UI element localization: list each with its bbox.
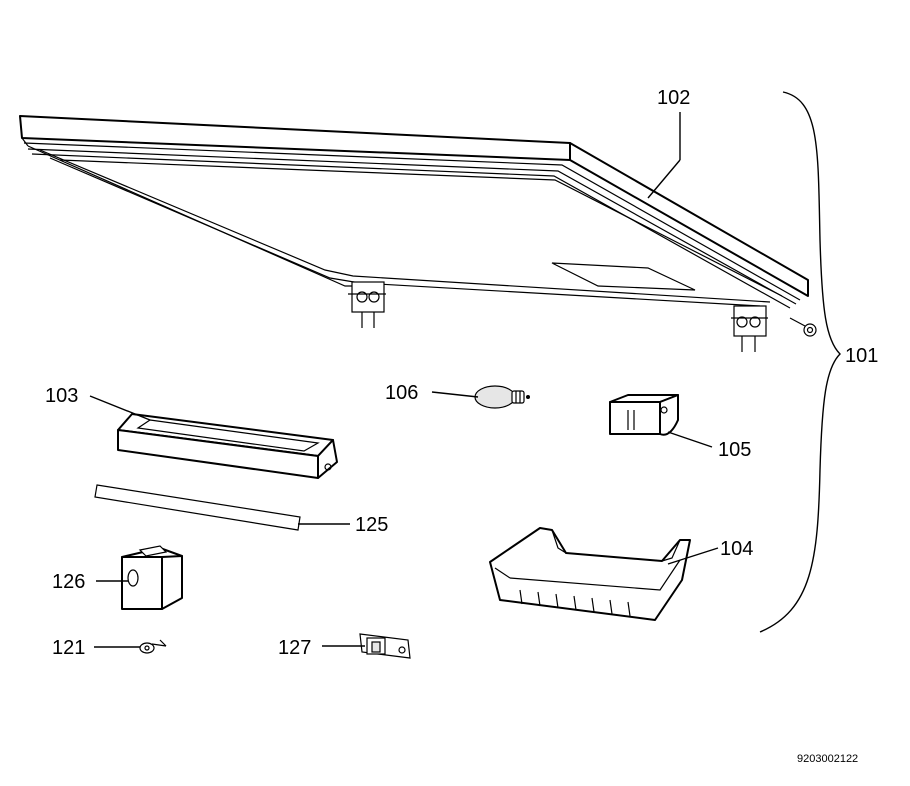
leader-103 <box>89 395 151 421</box>
callout-125: 125 <box>355 514 388 536</box>
leader-104 <box>667 547 719 565</box>
switch-pin-part-121 <box>139 639 167 654</box>
strip-part-125 <box>94 484 301 531</box>
callout-103: 103 <box>45 385 78 407</box>
switch-box-part-126 <box>121 545 183 610</box>
callout-101: 101 <box>845 345 878 367</box>
door-frame-part-102 <box>19 115 817 352</box>
light-cover-part-103 <box>117 413 338 479</box>
leader-105 <box>667 431 713 448</box>
callout-104: 104 <box>720 538 753 560</box>
callout-121: 121 <box>52 637 85 659</box>
document-number: 9203002122 <box>797 753 858 765</box>
callout-105: 105 <box>718 439 751 461</box>
assembly-brace <box>759 91 841 633</box>
lamp-bulb-part-106 <box>474 385 530 409</box>
leader-lines <box>89 112 719 648</box>
leader-102b <box>647 159 681 199</box>
callout-106: 106 <box>385 382 418 404</box>
callout-127: 127 <box>278 637 311 659</box>
tray-part-104 <box>489 527 691 621</box>
lamp-holder-part-105 <box>609 394 679 436</box>
leader-106 <box>431 391 479 398</box>
callout-126: 126 <box>52 571 85 593</box>
callout-102: 102 <box>657 87 690 109</box>
connector-part-127 <box>359 633 411 659</box>
